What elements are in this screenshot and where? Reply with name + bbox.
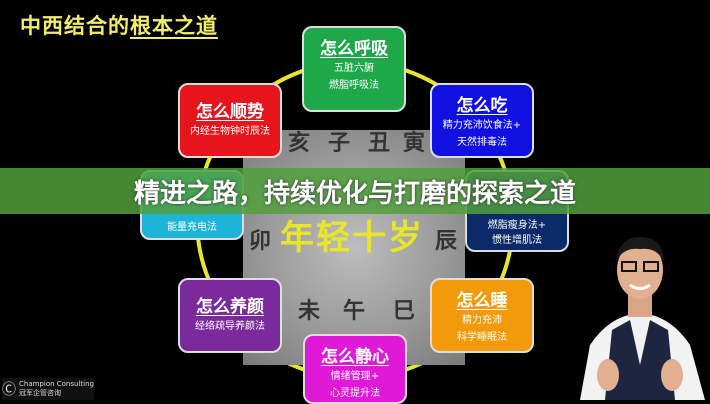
box-eating: 怎么吃精力充沛饮食法+ 天然排毒法 xyxy=(430,83,534,158)
dial-glyph: 午 xyxy=(343,299,366,324)
box-sub: 天然排毒法 xyxy=(457,137,507,148)
box-title: 怎么顺势 xyxy=(196,102,264,122)
box-sub: 精力充沛饮食法+ xyxy=(442,120,522,131)
title-underlined: 根本之道 xyxy=(130,14,218,38)
box-sub: 五脏六腑 xyxy=(334,63,374,74)
box-sleep: 怎么睡精力充沛科学睡眠法 xyxy=(430,278,534,353)
box-title: 怎么睡 xyxy=(456,291,508,311)
dial-glyph: 丑 xyxy=(368,131,391,156)
box-beauty: 怎么养颜经络疏导养颜法 xyxy=(178,278,282,353)
headline-text: 精进之路，持续优化与打磨的探索之道 xyxy=(133,178,576,209)
box-breathing: 怎么呼吸五脏六腑燃脂呼吸法 xyxy=(302,26,406,112)
box-sub: 经络疏导养颜法 xyxy=(195,321,265,332)
dial-glyph: 子 xyxy=(328,131,351,156)
box-title: 怎么吃 xyxy=(456,96,508,116)
dial-glyph: 亥 xyxy=(288,131,311,156)
box-sub: 精力充沛 xyxy=(462,315,502,326)
box-title: 怎么呼吸 xyxy=(320,39,388,59)
box-title: 怎么静心 xyxy=(321,347,389,367)
dial-glyph: 未 xyxy=(298,299,321,324)
dial-glyph: 辰 xyxy=(435,229,458,254)
box-sub: 惯性增肌法 xyxy=(492,235,542,246)
logo-icon: Ⓒ xyxy=(2,382,16,398)
box-sub: 科学睡眠法 xyxy=(457,332,507,343)
logo-cn: 冠军企管咨询 xyxy=(19,389,61,397)
box-sub: 心灵提升法 xyxy=(330,388,380,399)
slide-title: 中西结合的根本之道 xyxy=(20,10,218,40)
center-overlay-text: 年轻十岁 xyxy=(280,218,424,258)
box-sub: 燃脂呼吸法 xyxy=(329,80,379,91)
title-text: 中西结合的 xyxy=(20,14,130,38)
box-timing: 怎么顺势内经生物钟时辰法 xyxy=(178,83,282,158)
presenter-photo xyxy=(580,237,705,400)
box-sub: 燃脂瘦身法+ xyxy=(487,220,547,231)
box-sub: 情绪管理+ xyxy=(330,371,380,382)
dial-glyph: 巳 xyxy=(393,299,416,324)
logo-en: Champion Consulting xyxy=(19,380,94,388)
box-sub: 能量充电法 xyxy=(167,222,217,233)
box-title: 怎么养颜 xyxy=(196,297,264,317)
dial-glyph: 寅 xyxy=(403,131,426,156)
box-calm: 怎么静心情绪管理+ 心灵提升法 xyxy=(303,334,407,404)
headline-banner: 精进之路，持续优化与打磨的探索之道 xyxy=(0,168,710,214)
box-sub: 内经生物钟时辰法 xyxy=(190,126,270,137)
dial-glyph: 卯 xyxy=(249,229,272,254)
